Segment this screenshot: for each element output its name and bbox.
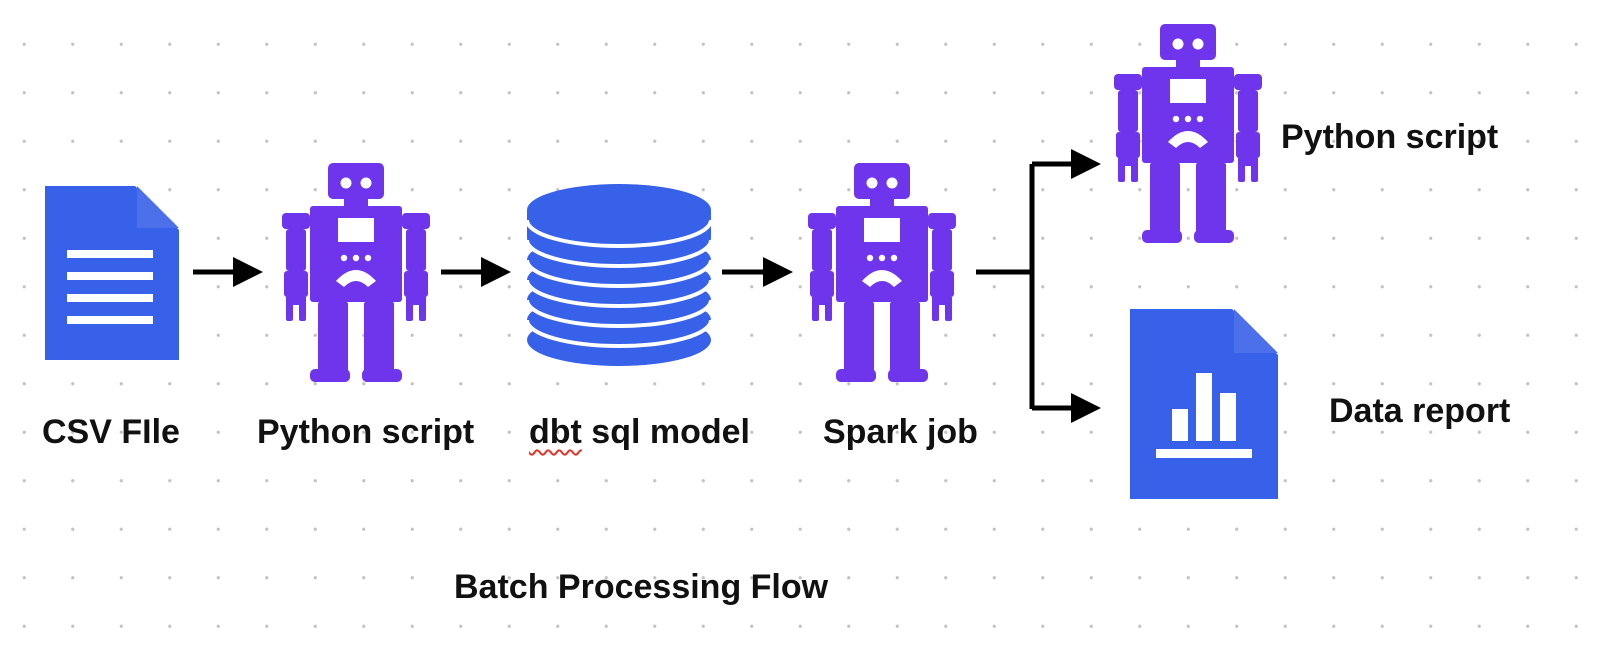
dbt-text: dbt bbox=[529, 413, 582, 451]
arrow-spark-branch bbox=[976, 164, 1035, 409]
node-label-csv-file: CSV FIle bbox=[42, 413, 180, 451]
document-icon bbox=[45, 186, 179, 360]
node-label-spark-job: Spark job bbox=[823, 413, 978, 451]
node-label-dbt-sql-model: dbt sql model bbox=[529, 415, 750, 449]
diagram-title: Batch Processing Flow bbox=[454, 568, 829, 606]
sql-model-text: sql model bbox=[581, 413, 750, 451]
node-label-python-script-right: Python script bbox=[1281, 118, 1499, 156]
database-icon bbox=[525, 184, 713, 366]
node-label-data-report: Data report bbox=[1329, 392, 1511, 430]
bar-chart-report-icon bbox=[1130, 309, 1278, 499]
node-label-python-script: Python script bbox=[257, 413, 475, 451]
